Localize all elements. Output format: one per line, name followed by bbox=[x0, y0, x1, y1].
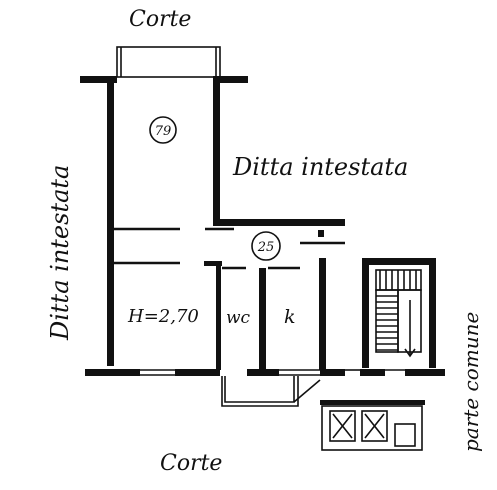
utility-boxes bbox=[320, 400, 425, 451]
room-79-label: 79 bbox=[155, 124, 172, 139]
bottom-courtyard-label: Corte bbox=[160, 451, 222, 476]
kitchen-label: k bbox=[284, 306, 296, 328]
height-label: H=2,70 bbox=[127, 306, 199, 327]
wc-label: wc bbox=[226, 308, 251, 328]
left-owner-label: Ditta intestata bbox=[46, 165, 74, 341]
room-79-marker: 79 bbox=[149, 116, 177, 144]
top-balcony bbox=[116, 46, 221, 78]
bottom-balcony bbox=[221, 376, 321, 407]
stairwell bbox=[362, 258, 436, 368]
right-owner-label: Ditta intestata bbox=[232, 153, 408, 181]
exterior-walls bbox=[80, 76, 445, 376]
common-part-label: parte comune bbox=[459, 312, 483, 452]
top-courtyard-label: Corte bbox=[129, 7, 191, 32]
room-25-label: 25 bbox=[257, 240, 275, 255]
room-25-marker: 25 bbox=[251, 231, 281, 261]
interior-walls bbox=[114, 227, 345, 370]
